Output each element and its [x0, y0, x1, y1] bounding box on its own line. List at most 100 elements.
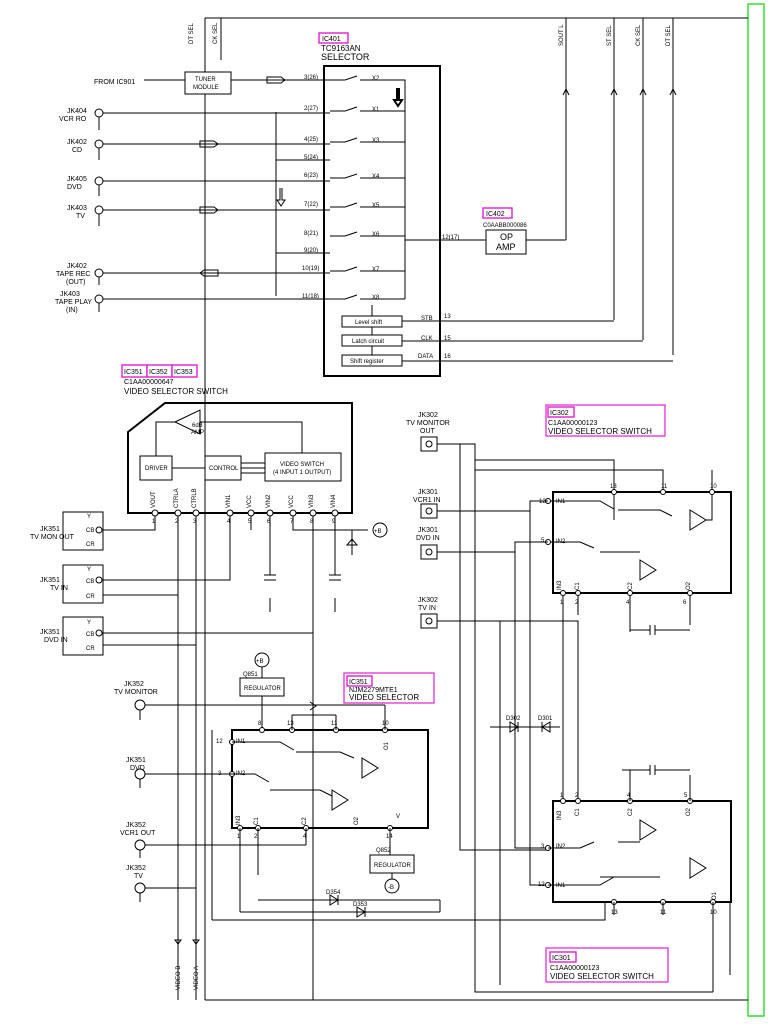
svg-text:9: 9 [332, 519, 336, 525]
svg-text:VCC: VCC [289, 495, 295, 508]
svg-text:JK403: JK403 [60, 291, 80, 298]
ic301-body [552, 800, 732, 903]
ic401-latch-circuit: Latch circuit [352, 339, 384, 345]
ic402-ref: IC402 [486, 211, 505, 218]
ic351b-body [231, 729, 429, 829]
svg-text:IC353: IC353 [174, 369, 193, 376]
svg-text:10: 10 [382, 721, 389, 727]
svg-text:X6: X6 [372, 232, 380, 238]
minus-b: -B [388, 885, 394, 891]
ic35x-driver: DRIVER [145, 466, 168, 472]
top-signal-3: SOUT L [559, 24, 565, 46]
svg-text:JK351: JK351 [40, 577, 60, 584]
bottom-jacks: JK352 TV MONITOR JK351 DVD JK352 VCR1 OU… [114, 681, 385, 902]
svg-text:CB: CB [86, 528, 94, 534]
svg-text:C1AA00000647: C1AA00000647 [124, 379, 174, 386]
ic35x-pin-nums: 1 2 3 4 5 6 7 8 9 [151, 509, 339, 525]
ic302-label: IC302 C1AA00000123 VIDEO SELECTOR SWITCH [545, 404, 666, 437]
svg-text:C1: C1 [575, 582, 581, 590]
top-signal-1: DT SEL [189, 22, 195, 44]
svg-text:4: 4 [626, 600, 630, 606]
svg-text:C1: C1 [254, 817, 260, 825]
svg-text:3(26): 3(26) [304, 75, 318, 81]
svg-text:2: 2 [575, 793, 579, 799]
right-border [747, 3, 765, 1017]
svg-text:CD: CD [72, 147, 82, 154]
svg-text:X3: X3 [372, 138, 380, 144]
ic351b-label: IC351 NJM2279MTE1 VIDEO SELECTOR [343, 672, 435, 704]
svg-text:Y: Y [87, 567, 91, 573]
ic35x-switch-1: VIDEO SWITCH [280, 462, 324, 468]
svg-text:(IN): (IN) [66, 307, 78, 314]
svg-text:VIDEO SELECTOR SWITCH: VIDEO SELECTOR SWITCH [548, 427, 652, 436]
bottom-signal-2: VIDEO A [194, 966, 200, 990]
svg-text:4: 4 [627, 793, 631, 799]
tuner-label-1: TUNER [195, 77, 216, 83]
ic351b-pins: 8 13 11 10 12 3 1 2 4 14 IN1 IN2 IN3 C1 … [216, 721, 400, 840]
svg-text:3: 3 [193, 519, 197, 525]
svg-text:CR: CR [86, 542, 95, 548]
svg-text:STB: STB [421, 316, 433, 322]
svg-text:1: 1 [237, 834, 241, 840]
svg-text:CR: CR [86, 594, 95, 600]
svg-text:C1: C1 [575, 808, 581, 816]
svg-text:JK352: JK352 [126, 865, 146, 872]
svg-text:CB: CB [86, 632, 94, 638]
ic301-pins: 1 2 4 5 3 12 13 11 10 IN3 C1 C2 O2 IN2 I… [538, 793, 718, 916]
svg-text:VCR1 OUT: VCR1 OUT [120, 830, 156, 837]
right-jacks: JK302 TV MONITOR OUT JK301 VCR1 IN JK301… [406, 412, 713, 993]
plus-b-1: +B [374, 529, 382, 535]
svg-text:JK302: JK302 [418, 597, 438, 604]
svg-text:13: 13 [444, 314, 451, 320]
top-signal-4: ST SEL [607, 25, 613, 46]
svg-text:VIN3: VIN3 [309, 494, 315, 508]
svg-text:DATA: DATA [418, 354, 433, 360]
svg-text:JK351: JK351 [126, 757, 146, 764]
q851-ref: Q851 [243, 672, 258, 678]
svg-text:JK351: JK351 [40, 526, 60, 533]
svg-text:4(25): 4(25) [304, 137, 318, 143]
svg-text:JK405: JK405 [67, 176, 87, 183]
diodes-top: D302 D301 [490, 716, 560, 733]
svg-text:NJM2279MTE1: NJM2279MTE1 [349, 687, 398, 694]
svg-text:8(21): 8(21) [304, 231, 318, 237]
q851-name: REGULATOR [244, 686, 281, 692]
ic401-control: STB 13 CLK 15 DATA 16 [402, 314, 673, 362]
svg-text:O1: O1 [384, 741, 390, 750]
svg-text:13: 13 [611, 910, 618, 916]
svg-text:VIDEO SELECTOR SWITCH: VIDEO SELECTOR SWITCH [124, 387, 228, 396]
svg-text:8: 8 [310, 519, 314, 525]
q852-name: REGULATOR [374, 863, 411, 869]
ic401-switches: X2 X1 X3 X4 X5 X6 X7 X8 [276, 75, 432, 301]
svg-text:JK352: JK352 [126, 822, 146, 829]
ic402-amp-1: OP [500, 232, 513, 242]
svg-text:JK404: JK404 [67, 108, 87, 115]
svg-text:IN1: IN1 [556, 883, 566, 889]
svg-text:JK402: JK402 [67, 139, 87, 146]
svg-text:O2: O2 [354, 816, 360, 825]
svg-text:15: 15 [444, 336, 451, 342]
svg-text:5: 5 [248, 519, 252, 525]
svg-text:JK302: JK302 [418, 412, 438, 419]
ic402-part: C0AABB000086 [483, 223, 527, 229]
svg-text:7(22): 7(22) [304, 202, 318, 208]
svg-text:TV: TV [134, 873, 143, 880]
svg-text:IN3: IN3 [557, 580, 563, 590]
ic401-level-shift: Level shift [355, 320, 382, 326]
svg-text:C2: C2 [302, 817, 308, 825]
svg-text:D301: D301 [538, 716, 553, 722]
svg-text:X1: X1 [372, 107, 380, 113]
svg-text:X7: X7 [372, 267, 380, 273]
svg-text:O2: O2 [686, 581, 692, 590]
svg-text:13: 13 [287, 721, 294, 727]
svg-text:X8: X8 [372, 295, 380, 301]
svg-text:6: 6 [683, 600, 687, 606]
svg-text:X2: X2 [372, 76, 380, 82]
left-jacks: JK351 TV MON OUT Y CB CR JK351 TV IN Y C… [30, 511, 313, 656]
svg-text:VIN2: VIN2 [266, 494, 272, 508]
svg-text:IN3: IN3 [236, 815, 242, 825]
ic401-out-pin: 12(17) [442, 235, 459, 241]
ic401-body [323, 65, 441, 377]
ic35x-control: CONTROL [209, 466, 239, 472]
